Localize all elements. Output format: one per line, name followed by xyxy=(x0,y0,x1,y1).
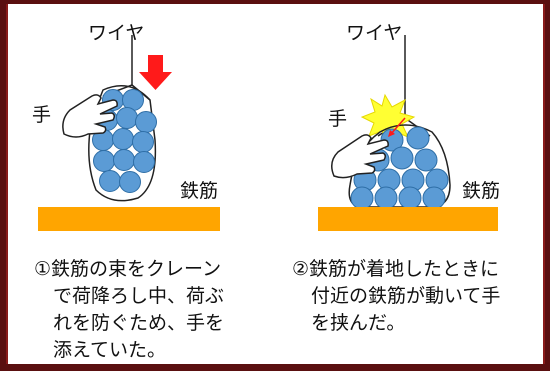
panel-2-rebar-group xyxy=(350,126,449,210)
panel-2-rebar xyxy=(406,126,430,150)
hand-icon xyxy=(62,94,118,138)
panel-1-rebar xyxy=(133,151,155,173)
panel-1-bundle-outline xyxy=(88,85,157,202)
panel-2-hand-label: 手 xyxy=(328,108,348,130)
panel-1-ground xyxy=(38,207,220,231)
panel-2-rebar xyxy=(422,186,446,210)
down-arrow-icon xyxy=(139,55,172,90)
panel-2-rebar xyxy=(390,146,414,170)
panel-1-caption-line: れを防ぐため、手を xyxy=(34,312,225,334)
diagram-frame xyxy=(6,4,545,364)
pinch-arrow-head xyxy=(388,130,395,137)
panel-1-hand-label: 手 xyxy=(32,104,52,126)
panel-2-rebar xyxy=(374,186,398,210)
panel-1-rebar xyxy=(119,171,141,193)
panel-1-caption-line: で荷降ろし中、荷ぶ xyxy=(34,285,225,307)
panel-1-caption-line: ①鉄筋の束をクレーン xyxy=(34,258,222,280)
panel-2-ground xyxy=(318,207,498,231)
panel-2-caption-line: を挟んだ。 xyxy=(292,312,406,334)
panel-1-rebar-label: 鉄筋 xyxy=(180,180,219,202)
panel-2-illustration xyxy=(318,35,498,231)
panel-2-rebar xyxy=(414,148,438,172)
panel-2-rebar-label: 鉄筋 xyxy=(462,180,501,202)
hand-icon xyxy=(331,134,389,179)
panel-2-rebar xyxy=(350,186,374,210)
panel-1-caption-line: 添えていた。 xyxy=(34,339,167,361)
panel-1-illustration xyxy=(38,35,220,231)
panel-2-rebar xyxy=(398,186,422,210)
panel-2-caption-line: ②鉄筋が着地したときに xyxy=(292,258,500,280)
panel-2-caption: ②鉄筋が着地したときに 付近の鉄筋が動いて手 を挟んだ。 xyxy=(292,256,500,337)
panel-1-wire-label: ワイヤ xyxy=(88,22,145,44)
panel-1-caption: ①鉄筋の束をクレーン で荷降ろし中、荷ぶ れを防ぐため、手を 添えていた。 xyxy=(34,256,224,364)
panel-2-caption-line: 付近の鉄筋が動いて手 xyxy=(292,285,501,307)
panel-2-wire-label: ワイヤ xyxy=(346,22,403,44)
